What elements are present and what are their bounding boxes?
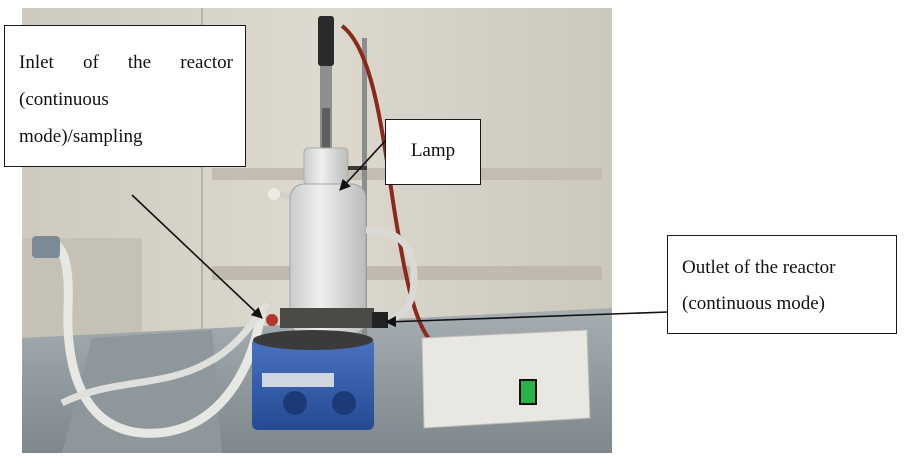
reactor-photo <box>22 8 612 453</box>
tubing <box>40 238 267 438</box>
inlet-word: reactor <box>180 52 233 73</box>
inlet-word: the <box>127 52 152 73</box>
stirrer-knob-left <box>283 391 307 415</box>
inlet-callout: Inlet of the reactor (continuous mode)/s… <box>4 25 246 167</box>
outlet-callout: Outlet of the reactor (continuous mode) <box>667 235 897 334</box>
inlet-line-2: (continuous <box>19 89 109 110</box>
red-cable <box>340 24 583 360</box>
lamp-tube <box>318 16 334 66</box>
inlet-line-1: Inlet of the reactor <box>19 44 233 81</box>
green-switch <box>519 379 537 405</box>
inlet-word: of <box>82 52 99 73</box>
outlet-line-2: (continuous mode) <box>682 293 826 314</box>
inlet-line-3: mode)/sampling <box>19 126 143 147</box>
outlet-line-1: Outlet of the reactor <box>682 257 836 278</box>
inlet-word: Inlet <box>19 52 54 73</box>
lamp-callout: Lamp <box>385 119 481 185</box>
stirrer-knob-right <box>332 391 356 415</box>
lamp-power-supply <box>421 329 591 429</box>
lamp-label: Lamp <box>410 140 456 161</box>
